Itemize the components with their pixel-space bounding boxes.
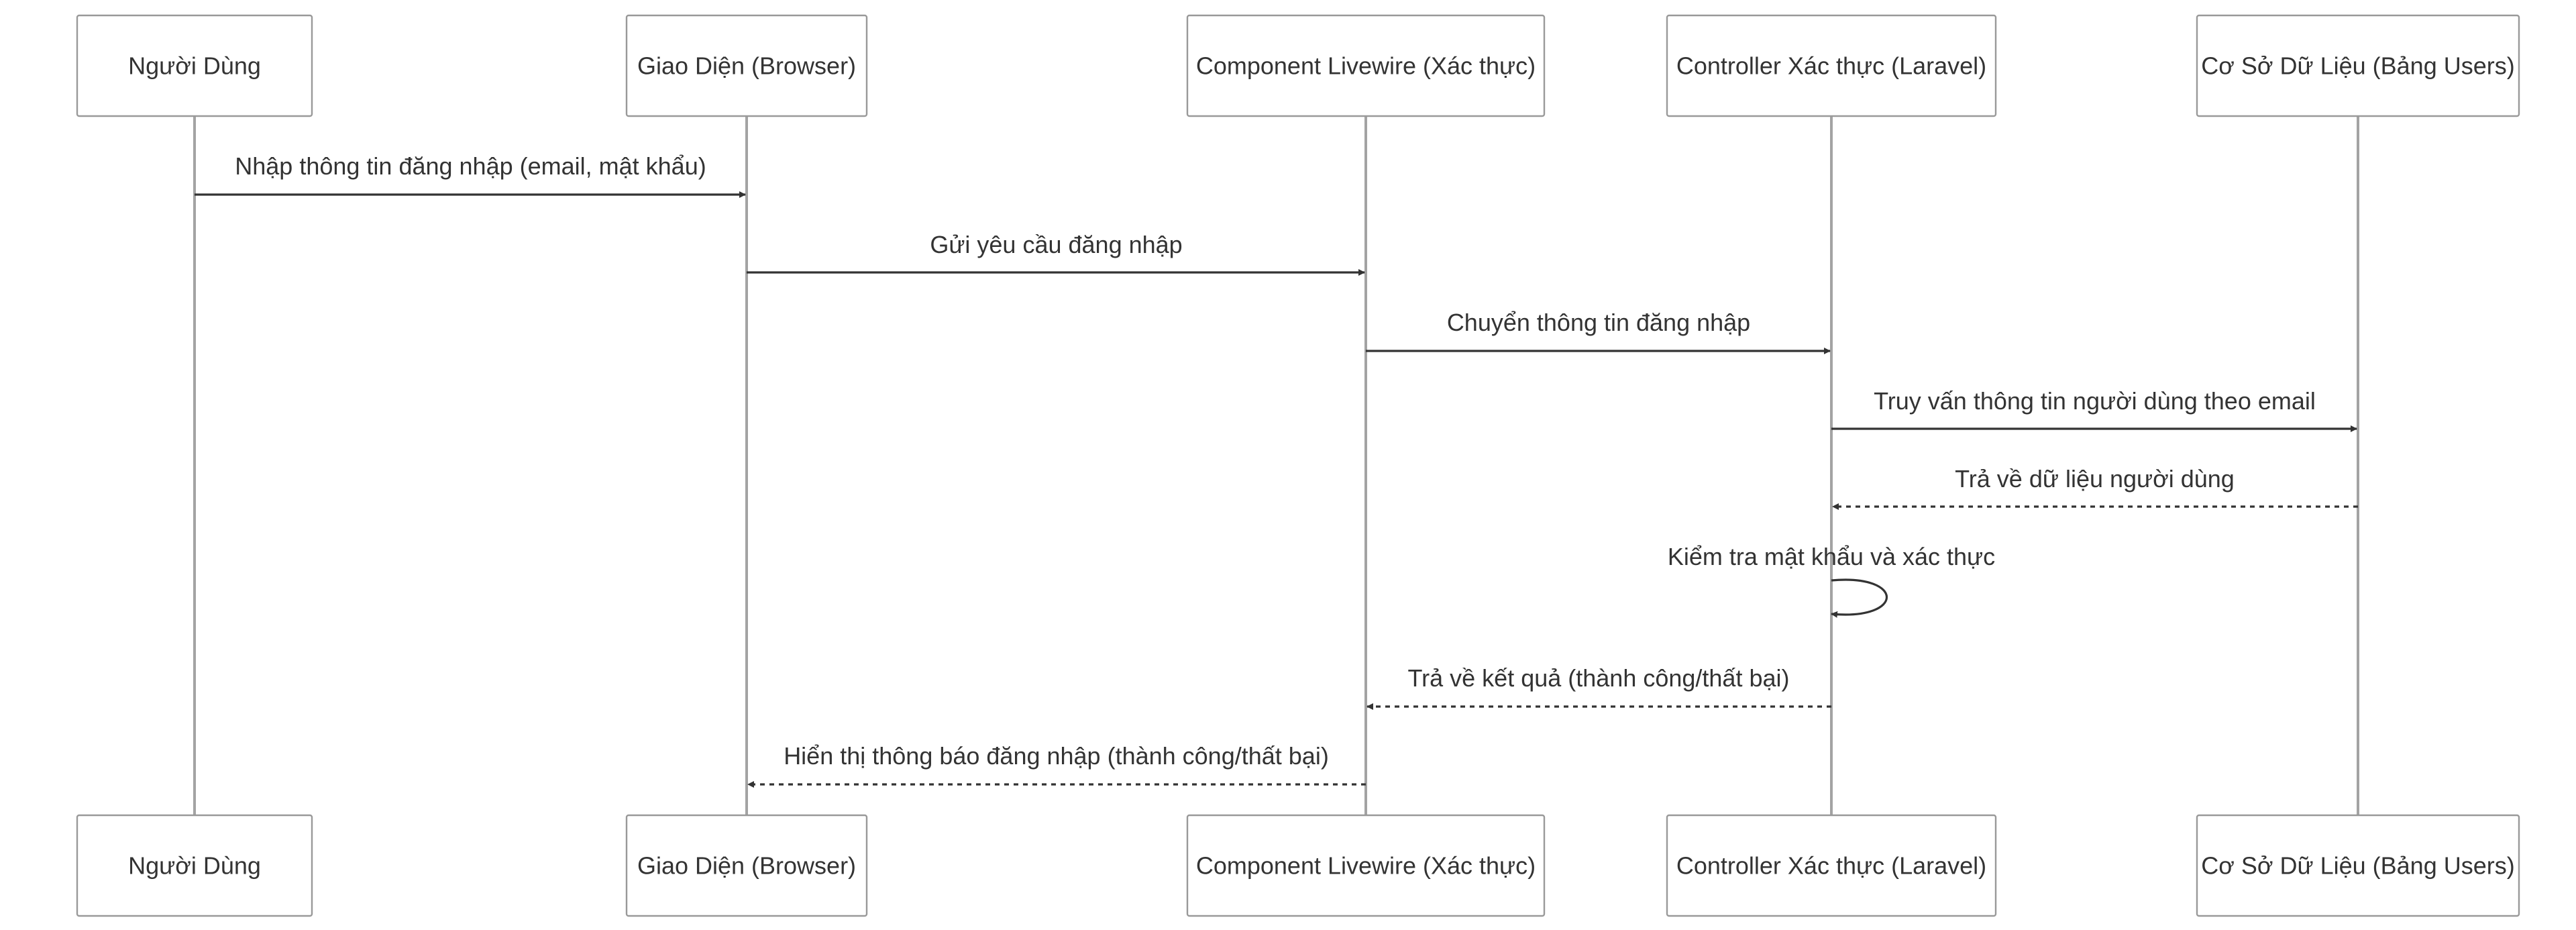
participant-box (625, 14, 868, 117)
participant-box (1186, 814, 1546, 917)
participant-controller-bottom: Controller Xác thực (Laravel) (1666, 814, 1997, 917)
participant-label: Controller Xác thực (Laravel) (1676, 52, 1986, 80)
participant-browser-bottom: Giao Diện (Browser) (625, 814, 868, 917)
participant-label: Người Dùng (128, 852, 261, 880)
message-label: Trả về kết quả (thành công/thất bại) (1407, 664, 1789, 692)
participant-label: Giao Diện (Browser) (637, 52, 856, 80)
participant-livewire-top: Component Livewire (Xác thực) (1186, 14, 1546, 117)
participants-bottom: Người Dùng Giao Diện (Browser) Component L… (76, 814, 2520, 917)
participant-controller-top: Controller Xác thực (Laravel) (1666, 14, 1997, 117)
participant-label: Người Dùng (128, 52, 261, 80)
messages: Nhập thông tin đăng nhập (email, mật khẩ… (195, 152, 2358, 788)
message-4: Truy vấn thông tin người dùng theo email (1831, 387, 2357, 432)
participant-user-top: Người Dùng (76, 14, 313, 117)
participant-database-top: Cơ Sở Dữ Liệu (Bảng Users) (2196, 14, 2520, 117)
message-label: Hiển thị thông báo đăng nhập (thành công… (784, 742, 1329, 770)
message-label: Gửi yêu cầu đăng nhập (930, 231, 1182, 258)
participant-label: Cơ Sở Dữ Liệu (Bảng Users) (2201, 52, 2514, 80)
participant-label: Component Livewire (Xác thực) (1196, 852, 1536, 880)
participant-label: Controller Xác thực (Laravel) (1676, 852, 1986, 880)
message-label: Trả về dữ liệu người dùng (1955, 465, 2235, 493)
participant-browser-top: Giao Diện (Browser) (625, 14, 868, 117)
self-message-arrow (1831, 578, 1888, 618)
participant-user-bottom: Người Dùng (76, 814, 313, 917)
participant-livewire-bottom: Component Livewire (Xác thực) (1186, 814, 1546, 917)
participant-box (76, 814, 313, 917)
message-label: Nhập thông tin đăng nhập (email, mật khẩ… (235, 152, 706, 180)
message-7: Trả về kết quả (thành công/thất bại) (1366, 664, 1831, 710)
participant-box (2196, 814, 2520, 917)
message-6: Kiểm tra mật khẩu và xác thực (1668, 543, 1995, 618)
lifelines (193, 116, 2359, 815)
participant-box (1186, 14, 1546, 117)
message-3: Chuyển thông tin đăng nhập (1366, 309, 1831, 354)
participant-box (76, 14, 313, 117)
participant-database-bottom: Cơ Sở Dữ Liệu (Bảng Users) (2196, 814, 2520, 917)
message-8: Hiển thị thông báo đăng nhập (thành công… (747, 742, 1366, 788)
participant-label: Cơ Sở Dữ Liệu (Bảng Users) (2201, 852, 2514, 880)
message-label: Truy vấn thông tin người dùng theo email (1874, 387, 2316, 415)
message-label: Kiểm tra mật khẩu và xác thực (1668, 543, 1995, 570)
message-1: Nhập thông tin đăng nhập (email, mật khẩ… (195, 152, 746, 198)
participants-top: Người Dùng Giao Diện (Browser) Component L… (76, 14, 2520, 117)
participant-box (1666, 14, 1997, 117)
participant-box (1666, 814, 1997, 917)
message-2: Gửi yêu cầu đăng nhập (747, 231, 1365, 276)
message-5: Trả về dữ liệu người dùng (1832, 465, 2358, 510)
participant-box (2196, 14, 2520, 117)
participant-label: Component Livewire (Xác thực) (1196, 52, 1536, 80)
participant-box (625, 814, 868, 917)
participant-label: Giao Diện (Browser) (637, 852, 856, 880)
message-label: Chuyển thông tin đăng nhập (1447, 309, 1750, 336)
